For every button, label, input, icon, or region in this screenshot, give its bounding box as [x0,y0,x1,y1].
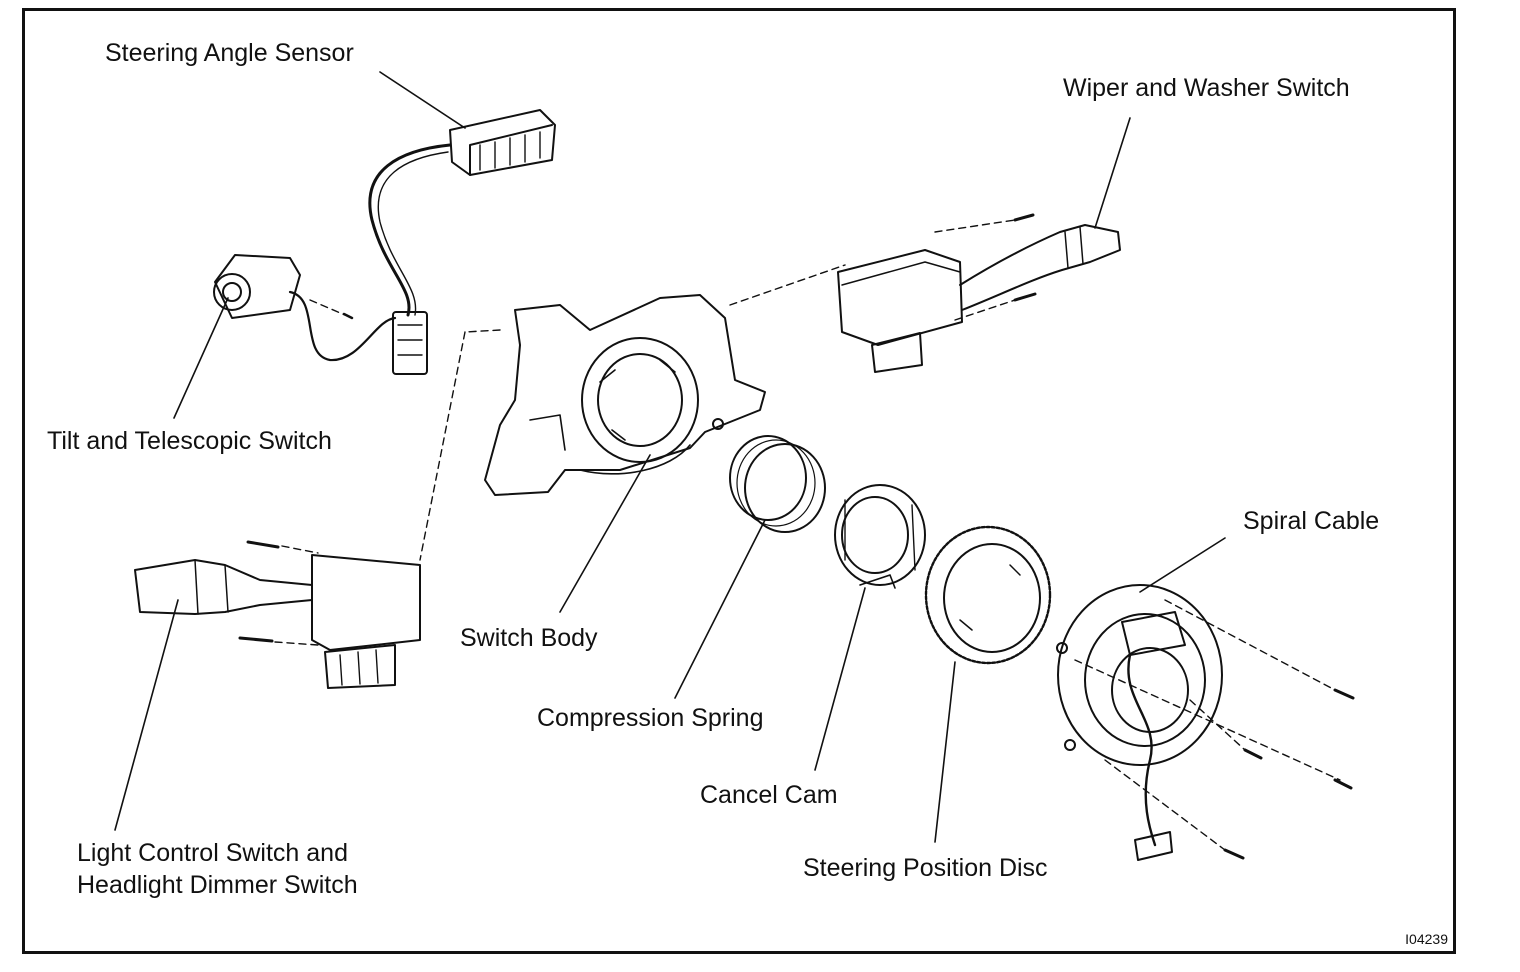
wiper-washer-switch-part [837,213,1121,373]
alignment-lines [274,219,1341,851]
label-compression-spring: Compression Spring [537,704,764,732]
label-cancel-cam: Cancel Cam [700,781,838,809]
switch-body-part [484,294,766,496]
label-tilt-telescopic-switch: Tilt and Telescopic Switch [47,427,332,455]
light-control-switch-part [134,540,421,689]
steering-position-disc-part [924,525,1052,665]
tilt-telescopic-switch-part [213,254,397,362]
cancel-cam-part [834,484,926,589]
diagram-frame [22,8,1456,954]
leader-lines [114,71,1226,843]
spiral-cable-part [1056,584,1355,861]
label-headlight-dimmer-switch: Headlight Dimmer Switch [77,871,358,899]
figure-id: I04239 [1405,931,1448,947]
label-wiper-washer-switch: Wiper and Washer Switch [1063,74,1350,102]
label-steering-position-disc: Steering Position Disc [803,854,1048,882]
compression-spring-part [729,435,826,533]
label-spiral-cable: Spiral Cable [1243,507,1380,535]
steering-angle-sensor-part [368,109,556,375]
label-steering-angle-sensor: Steering Angle Sensor [105,39,354,67]
label-light-control-switch: Light Control Switch and [77,839,348,867]
label-switch-body: Switch Body [460,624,598,652]
